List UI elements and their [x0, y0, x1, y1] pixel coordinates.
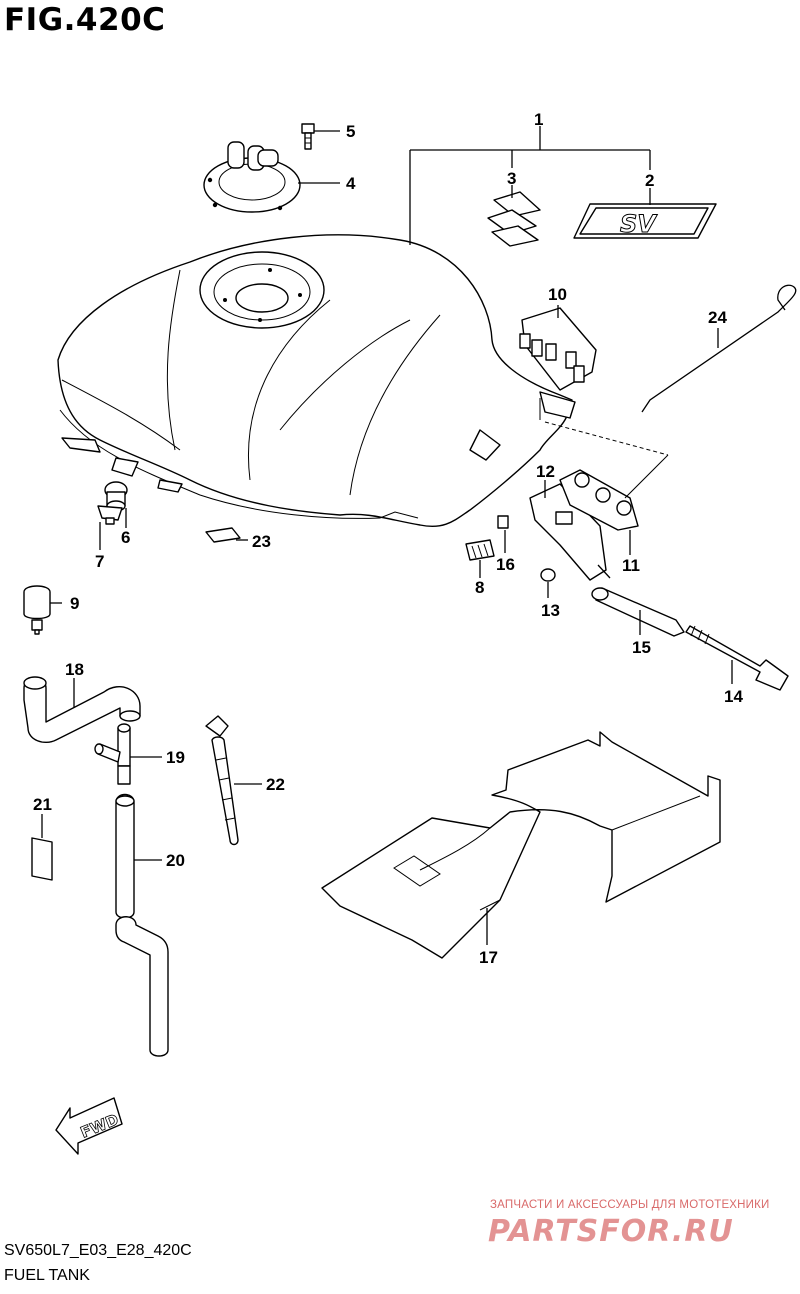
callout-2: 2 — [645, 171, 654, 190]
callout-23: 23 — [252, 532, 271, 551]
joint-drawing-19 — [94, 723, 131, 785]
prop-rod-drawing-24 — [641, 284, 797, 413]
nut-drawing-13 — [540, 568, 556, 582]
callout-6: 6 — [121, 528, 130, 547]
cable-tie-drawing-22 — [205, 715, 239, 846]
callout-14: 14 — [724, 687, 743, 706]
callout-4: 4 — [346, 174, 356, 193]
leader-lines — [41, 126, 733, 945]
hinge-bracket-drawing — [529, 469, 639, 581]
figure-title: FIG.420C — [4, 2, 166, 38]
callout-1: 1 — [534, 110, 543, 129]
callout-15: 15 — [632, 638, 651, 657]
clip-drawing-16 — [497, 515, 509, 529]
watermark-tagline: ЗАПЧАСТИ И АКСЕССУАРЫ ДЛЯ МОТОТЕХНИКИ — [490, 1199, 770, 1211]
diagram-code: SV650L7_E03_E28_420C — [4, 1242, 192, 1259]
callout-7: 7 — [95, 552, 104, 571]
callout-12: 12 — [536, 462, 555, 481]
pad-drawing-8 — [465, 539, 495, 561]
bolt-drawing-14 — [685, 625, 789, 691]
sv-emblem-text: SV — [620, 210, 658, 238]
callout-20: 20 — [166, 851, 185, 870]
callout-labels: 1 2 3 4 5 6 7 8 9 10 11 12 13 14 15 16 1… — [33, 110, 743, 967]
callout-5: 5 — [346, 122, 355, 141]
spacer-drawing-15 — [591, 587, 685, 637]
callout-21: 21 — [33, 795, 52, 814]
watermark-logo: PARTSFOR.RU — [488, 1214, 734, 1249]
bolt-drawing-5 — [301, 123, 315, 150]
callout-22: 22 — [266, 775, 285, 794]
callout-10: 10 — [548, 285, 567, 304]
cap-drawing-9 — [23, 585, 51, 635]
callout-24: 24 — [708, 308, 727, 327]
callout-17: 17 — [479, 948, 498, 967]
callout-9: 9 — [70, 594, 79, 613]
cushion-drawing-6 — [104, 481, 128, 512]
label-drawing-21 — [31, 837, 53, 881]
hose-drawing-20 — [115, 793, 169, 1057]
callout-13: 13 — [541, 601, 560, 620]
callout-8: 8 — [475, 578, 484, 597]
collar-drawing-7 — [97, 505, 123, 525]
callout-16: 16 — [496, 555, 515, 574]
fuel-cap-drawing — [203, 141, 301, 213]
bracket-drawing-10 — [519, 307, 597, 391]
fuel-tank-drawing — [57, 234, 576, 527]
sv-emblem-drawing: SV — [573, 203, 717, 239]
callout-11: 11 — [622, 556, 640, 575]
hose-drawing-18 — [23, 676, 141, 744]
callout-3: 3 — [507, 169, 516, 188]
section-name: FUEL TANK — [4, 1267, 90, 1284]
tray-drawing-17 — [321, 731, 721, 959]
callout-18: 18 — [65, 660, 84, 679]
forward-direction-marker: FWD — [55, 1097, 123, 1155]
suzuki-emblem-drawing — [487, 191, 541, 247]
label-drawing-23 — [205, 527, 241, 543]
callout-19: 19 — [166, 748, 185, 767]
